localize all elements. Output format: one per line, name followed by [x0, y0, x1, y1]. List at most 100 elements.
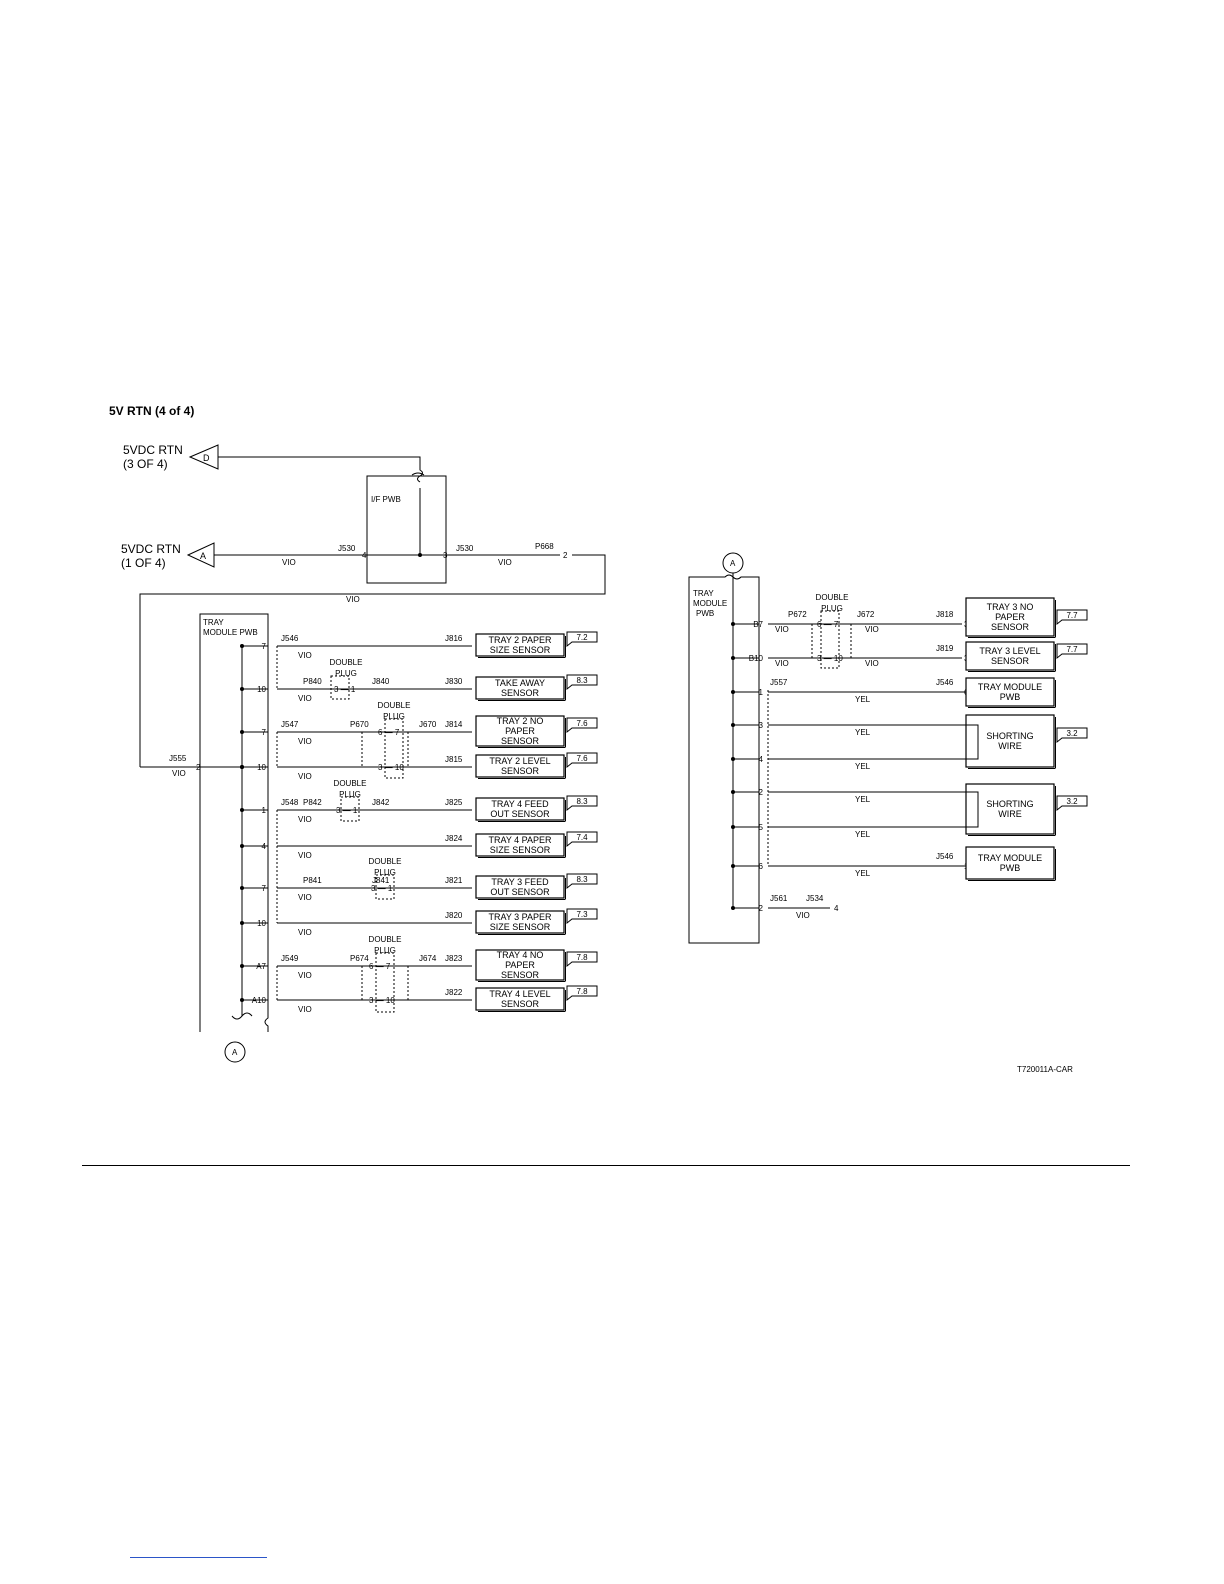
left-j2: J822 [445, 988, 463, 997]
left-ref [566, 795, 598, 812]
right-yel: YEL [855, 869, 871, 878]
left-ref-text: 7.8 [576, 953, 588, 962]
left-sensor-box-text: TRAY 2 PAPER [488, 635, 552, 645]
left-sensor-box [475, 754, 565, 778]
right-sensor-box-text: PAPER [995, 612, 1025, 622]
right-jm: J534 [806, 894, 824, 903]
left-j2: J824 [445, 834, 463, 843]
right-j1: J561 [770, 894, 788, 903]
left-ref-text: 8.3 [576, 875, 588, 884]
right-j2: J546 [936, 678, 954, 687]
plug-double: DOUBLE [369, 935, 402, 944]
left-ref [566, 985, 598, 1002]
plug-plug: PLUG [374, 946, 396, 955]
offpage-a-line2: (1 OF 4) [121, 556, 166, 570]
offpage-d-letter: D [203, 453, 210, 463]
left-ref [566, 752, 598, 769]
plug-double: DOUBLE [334, 779, 367, 788]
shorting-wire-box-text: SHORTING [986, 799, 1033, 809]
left-ref-text: 7.6 [576, 754, 588, 763]
left-p: P840 [303, 677, 322, 686]
right-tray-module-pwb: A TRAY MODULE PWB [688, 552, 769, 944]
right-yel: YEL [855, 830, 871, 839]
page-title: 5V RTN (4 of 4) [109, 404, 195, 418]
left-vio: VIO [298, 851, 312, 860]
svg-text:MODULE PWB: MODULE PWB [203, 628, 258, 637]
offpage-a-line1: 5VDC RTN [121, 542, 181, 556]
shorting-wire-box [965, 714, 1055, 768]
svg-text:VIO: VIO [172, 769, 186, 778]
left-pin: 10 [257, 919, 266, 928]
plug-840 [330, 675, 350, 700]
left-sensor-box-text: SENSOR [501, 736, 540, 746]
left-sensor-box-text: TRAY 3 FEED [491, 877, 549, 887]
plug-plug: PLUG [383, 712, 405, 721]
plug-pins: 6 — 7 [378, 728, 400, 737]
left-j2: J823 [445, 954, 463, 963]
left-vio: VIO [298, 815, 312, 824]
svg-text:PWB: PWB [696, 609, 714, 618]
left-sensor-box [475, 910, 565, 934]
left-sensor-box-text: TRAY 4 LEVEL [489, 989, 550, 999]
left-jm: J670 [419, 720, 437, 729]
plug-pins: 6 — 7 [817, 620, 839, 629]
left-j2: J815 [445, 755, 463, 764]
right-ref-text: 7.7 [1066, 645, 1078, 654]
plug-842 [340, 796, 360, 822]
left-sensor-box-text: SENSOR [501, 970, 540, 980]
if-pwb-block: I/F PWB 4 3 J530 P668 VIO 2 VIO [139, 472, 606, 767]
left-sensor-box [475, 833, 565, 857]
left-j1: J547 [281, 720, 299, 729]
left-pin: 7 [262, 884, 267, 893]
svg-text:3: 3 [443, 551, 448, 560]
right-ref-text: 3.2 [1066, 797, 1078, 806]
svg-text:MODULE: MODULE [693, 599, 727, 608]
right-ref [1056, 795, 1088, 812]
svg-text:VIO: VIO [346, 595, 360, 604]
plug-pins: 3 — 1 [334, 685, 356, 694]
left-j2: J830 [445, 677, 463, 686]
right-rows: B7VIOVIO3P672J672J818B10VIOVIO3J8191YEL6… [731, 593, 1088, 920]
left-j2: J814 [445, 720, 463, 729]
left-sensor-box [475, 676, 565, 700]
left-sensor-box [475, 987, 565, 1011]
right-sensor-box-text: TRAY 3 LEVEL [979, 646, 1040, 656]
left-pin: 10 [257, 685, 266, 694]
left-ref-text: 8.3 [576, 676, 588, 685]
left-sensor-box-text: TRAY 4 PAPER [488, 835, 552, 845]
left-sensor-box-text: TRAY 4 NO [497, 950, 544, 960]
left-j2: J825 [445, 798, 463, 807]
plug-double: DOUBLE [330, 658, 363, 667]
right-yel: YEL [855, 695, 871, 704]
left-j2: J821 [445, 876, 463, 885]
plug-pins: 3 — 1 [336, 806, 358, 815]
right-vio: VIO [865, 625, 879, 634]
right-yel: YEL [855, 795, 871, 804]
plug-plug: PLUG [374, 868, 396, 877]
plug-pins: 6 — 7 [369, 962, 391, 971]
right-vio: VIO [865, 659, 879, 668]
plug-plug: PLUG [335, 669, 357, 678]
svg-text:2: 2 [196, 763, 201, 772]
right-sensor-box [965, 846, 1055, 880]
right-pin: B10 [749, 654, 764, 663]
left-jm: J842 [372, 798, 390, 807]
left-pin: A7 [256, 962, 266, 971]
plug-pins: 3 — 10 [369, 996, 395, 1005]
offpage-d-line1: 5VDC RTN [123, 443, 183, 457]
left-j1: J548 [281, 798, 299, 807]
left-ref-text: 8.3 [576, 797, 588, 806]
svg-text:TRAY: TRAY [203, 618, 224, 627]
left-ref-text: 7.2 [576, 633, 588, 642]
left-p: P841 [303, 876, 322, 885]
right-ref [1056, 609, 1088, 626]
svg-text:J530: J530 [456, 544, 474, 553]
right-pin: 2 [759, 788, 764, 797]
right-top-connector-letter: A [730, 559, 736, 568]
left-sensor-box-text: PAPER [505, 726, 535, 736]
left-jm: J841 [372, 876, 390, 885]
shorting-wire-box-text: WIRE [998, 741, 1022, 751]
left-j2: J816 [445, 634, 463, 643]
right-vio: VIO [775, 659, 789, 668]
